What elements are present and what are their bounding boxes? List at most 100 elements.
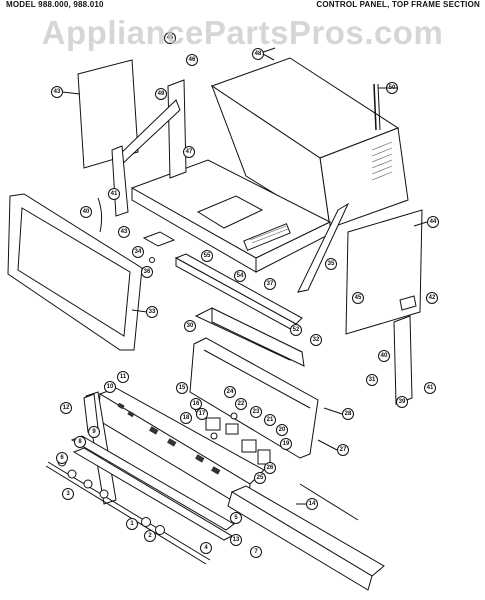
watermark: AppliancePartsPros.com: [41, 14, 444, 51]
callout-44: 45: [352, 292, 364, 304]
left-side-panel: [77, 59, 139, 169]
callout-34: 34: [132, 246, 144, 258]
callout-label: 2: [148, 533, 152, 539]
callout-42-right: 42: [426, 292, 438, 304]
top-frame: [130, 159, 332, 273]
callout-label: 27: [340, 447, 347, 453]
glass-trim-strip: [174, 253, 303, 333]
callout-label: 43: [54, 89, 61, 95]
model-title: MODEL 988.000, 988.010: [6, 0, 104, 9]
callout-label: 43: [121, 229, 128, 235]
callout-15: 15: [176, 382, 188, 394]
callout-2: 2: [144, 530, 156, 542]
callout-label: 23: [253, 409, 260, 415]
callout-label: 11: [120, 374, 127, 380]
callout-12: 12: [60, 402, 72, 414]
callout-41: 41: [424, 382, 436, 394]
callout-label: 10: [107, 384, 114, 390]
callout-label: 49: [158, 91, 165, 97]
callout-label: 4: [204, 545, 208, 551]
callout-32: 32: [310, 334, 322, 346]
callout-label: 52: [293, 327, 300, 333]
callout-label: 20: [279, 427, 286, 433]
callout-label: 36: [144, 269, 151, 275]
callout-label: 14: [309, 501, 316, 507]
callout-9: 9: [88, 426, 100, 438]
callout-26: 26: [264, 462, 276, 474]
callout-label: 40: [83, 209, 90, 215]
callout-21: 21: [264, 414, 276, 426]
callout-label: 22: [238, 401, 245, 407]
callout-label: 8: [78, 439, 82, 445]
right-side-panel: [345, 209, 423, 335]
callout-16: 16: [190, 398, 202, 410]
callout-1: 1: [126, 518, 138, 530]
callout-label: 26: [267, 465, 274, 471]
callout-8: 8: [74, 436, 86, 448]
callout-label: 35: [328, 261, 335, 267]
callout-label: 6: [60, 455, 64, 461]
callout-11: 11: [117, 371, 129, 383]
callout-42: 43: [118, 226, 130, 238]
callout-label: 41: [111, 191, 118, 197]
callout-33: 33: [146, 306, 158, 318]
bottom-rail: [227, 483, 385, 591]
callout-39: 40: [80, 206, 92, 218]
callout-label: 19: [283, 441, 290, 447]
callout-56: 55: [201, 250, 213, 262]
callout-14: 14: [306, 498, 318, 510]
callout-3: 3: [62, 488, 74, 500]
diagonal-brace-right: [297, 202, 350, 293]
callout-label: 15: [179, 385, 186, 391]
callout-37: 37: [264, 278, 276, 290]
section-title: CONTROL PANEL, TOP FRAME SECTION: [316, 0, 480, 9]
callout-label: 5: [234, 515, 238, 521]
callout-label: 24: [227, 389, 234, 395]
switch-cluster: [195, 407, 271, 465]
right-lower-bracket: [393, 295, 417, 405]
callout-27: 27: [337, 444, 349, 456]
callout-label: 46: [189, 57, 196, 63]
callout-label: 33: [149, 309, 156, 315]
callout-5: 5: [230, 512, 242, 524]
callout-label: 37: [267, 281, 274, 287]
callout-18: 18: [180, 412, 192, 424]
callout-label: 30: [187, 323, 194, 329]
callout-46: 46: [186, 54, 198, 66]
callout-label: 54: [237, 273, 244, 279]
callout-36: 36: [141, 266, 153, 278]
callout-label: 16: [193, 401, 200, 407]
callout-35: 35: [325, 258, 337, 270]
callout-45: 45: [164, 32, 176, 44]
rear-bracket-left: [115, 79, 187, 179]
callout-31: 31: [366, 374, 378, 386]
callout-label: 42: [429, 295, 436, 301]
callout-49: 49: [155, 88, 167, 100]
callout-47: 47: [183, 146, 195, 158]
callout-label: 17: [199, 411, 206, 417]
cabinet-body: [210, 47, 409, 229]
callout-24: 24: [224, 386, 236, 398]
callout-52: 52: [290, 324, 302, 336]
rod-top-right: [373, 83, 381, 131]
callout-label: 12: [63, 405, 70, 411]
callout-43-left: 43: [51, 86, 63, 98]
callout-30: 30: [184, 320, 196, 332]
callout-17: 17: [196, 408, 208, 420]
callout-40-right: 40: [378, 350, 390, 362]
callout-25: 25: [254, 472, 266, 484]
knob-single: [141, 517, 165, 535]
callout-label: 13: [233, 537, 240, 543]
callout-label: 45: [355, 295, 362, 301]
cover-plate: [142, 231, 176, 263]
door-window-frame: [7, 193, 143, 351]
leader-lines: [61, 53, 428, 505]
callout-label: 32: [313, 337, 320, 343]
callout-label: 41: [427, 385, 434, 391]
callout-label: 31: [369, 377, 376, 383]
callout-label: 45: [167, 35, 174, 41]
callout-22: 22: [235, 398, 247, 410]
callout-label: 3: [66, 491, 70, 497]
